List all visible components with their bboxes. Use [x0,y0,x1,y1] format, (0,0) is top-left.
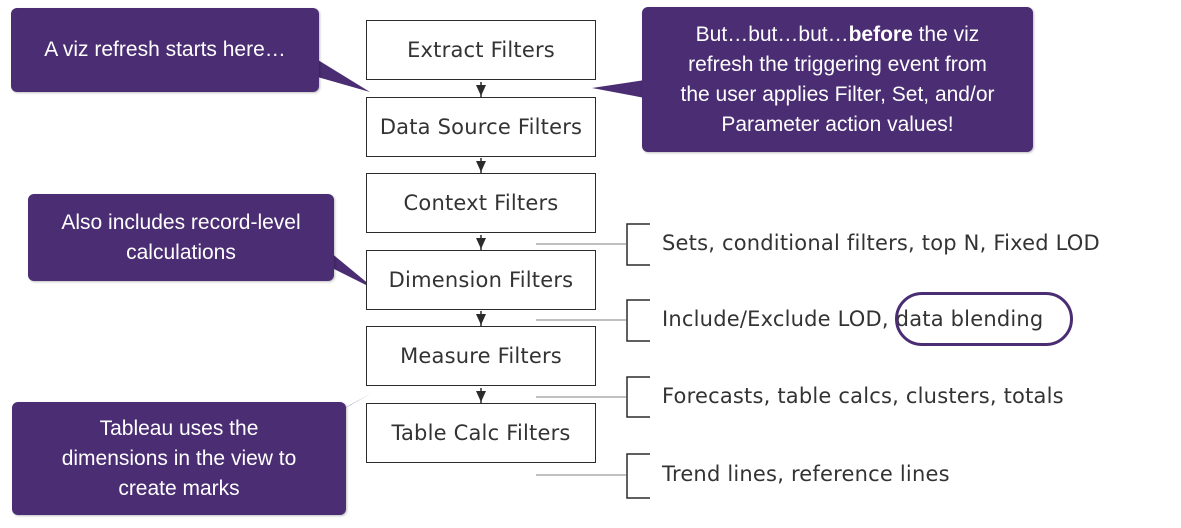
note-include-exclude-lod: Include/Exclude LOD, data blending [662,307,1044,331]
step-table-calc-filters: Table Calc Filters [366,403,596,463]
callout-before-line-3: the user applies Filter, Set, and/or [680,82,995,106]
step-extract-filters: Extract Filters [366,20,596,80]
callout-refresh-start-text: A viz refresh starts here… [44,38,286,61]
callout-before-prefix: But…but…but… [695,22,849,46]
callout-before-refresh: But…but…but…before the viz refresh the t… [642,7,1033,152]
callout-before-rest: the viz [912,22,980,46]
step-context-filters: Context Filters [366,173,596,233]
callout-before-line-4: Parameter action values! [721,112,954,136]
note-forecasts-table-calcs: Forecasts, table calcs, clusters, totals [662,384,1064,408]
callout-before-bold: before [848,22,913,46]
callout-refresh-start: A viz refresh starts here… [11,8,319,92]
callout-marks-line-1: Tableau uses the [99,416,259,440]
step-dimension-filters: Dimension Filters [366,250,596,310]
callout-record-level-line-1: Also includes record-level [61,210,301,234]
callout-marks-line-2: dimensions in the view to [61,446,297,470]
callout-record-level-line-2: calculations [126,240,236,264]
callout-marks-line-3: create marks [118,476,240,500]
data-blending-highlight-circle [895,292,1073,346]
callout-create-marks: Tableau uses the dimensions in the view … [12,402,346,515]
step-measure-filters: Measure Filters [366,326,596,386]
callout-before-line-1: But…but…but…before the viz [680,20,994,50]
callout-before-line-2: refresh the triggering event from [688,52,987,76]
callout-record-level: Also includes record-level calculations [28,194,334,281]
step-data-source-filters: Data Source Filters [366,97,596,157]
note-trend-reference-lines: Trend lines, reference lines [662,462,950,486]
note-sets-fixed-lod: Sets, conditional filters, top N, Fixed … [662,231,1100,255]
